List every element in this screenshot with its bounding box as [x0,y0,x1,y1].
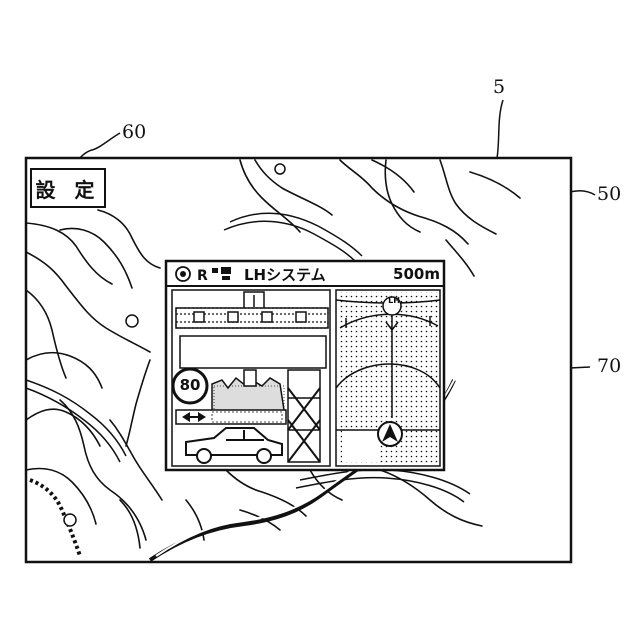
guidance-distance: 500m [393,265,440,283]
map-waypoint [64,514,76,526]
map-waypoint [126,315,138,327]
map-waypoint [275,164,285,174]
figure-ref-leader [497,100,503,158]
guidance-title: LHシステム [244,264,326,285]
settings-button[interactable]: 設 定 [30,168,106,208]
guidance-title-bar: LHシステム 500m [172,263,442,285]
crossroad-label: LH [384,296,404,305]
crossroads-view [336,290,440,466]
speed-limit-value: 80 [170,376,210,394]
